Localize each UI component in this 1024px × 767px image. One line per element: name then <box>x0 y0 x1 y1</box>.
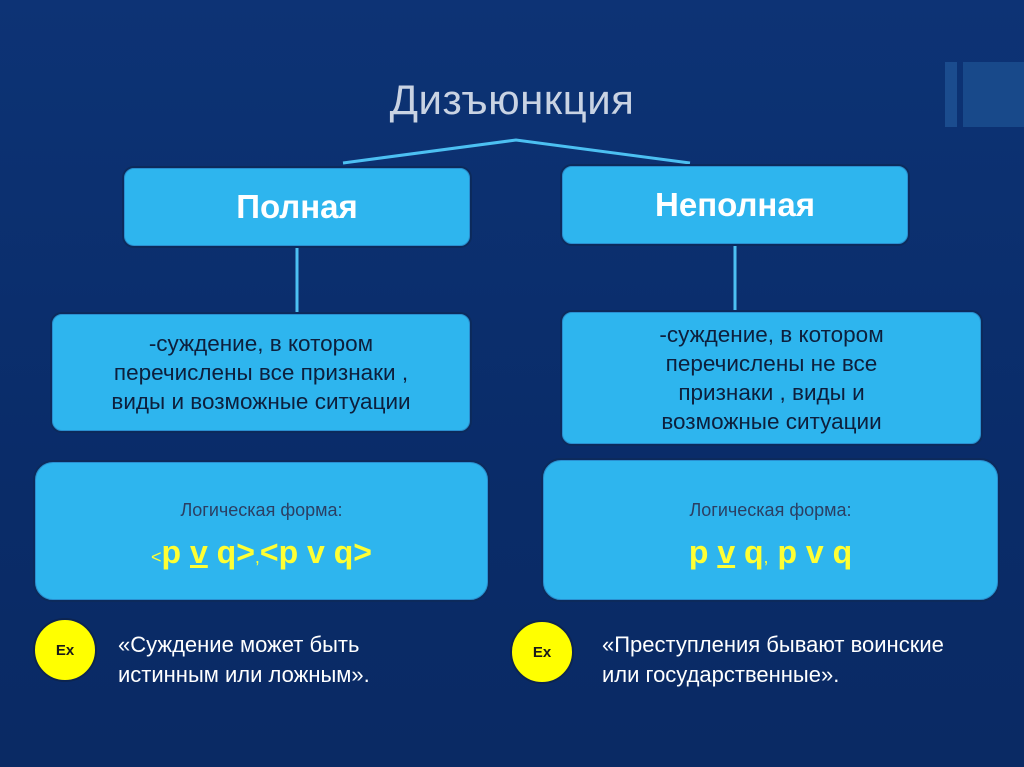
partial-disjunction-header-label: Неполная <box>655 186 815 223</box>
formula-bracket: < <box>259 534 279 570</box>
description-line: перечислены не все <box>665 351 878 376</box>
formula-expression: p v q <box>768 534 853 570</box>
full-disjunction-example: «Суждение может быть истинным или ложным… <box>118 630 370 690</box>
description-line: -суждение, в котором <box>148 331 374 356</box>
example-badge: Ex <box>33 618 97 682</box>
full-disjunction-header-label: Полная <box>236 188 358 225</box>
full-disjunction-description: -суждение, в котором перечислены все при… <box>50 312 472 433</box>
decorative-bar-wide <box>963 62 1024 127</box>
example-line: или государственные». <box>602 662 840 687</box>
logical-form-label: Логическая форма: <box>689 500 852 520</box>
page-title: Дизъюнкция <box>389 76 635 123</box>
formula-strict-or: v <box>717 534 736 570</box>
description-line: виды и возможные ситуации <box>111 389 411 414</box>
partial-disjunction-logical-form: Логическая форма: p v q, p v q <box>541 458 1000 602</box>
example-badge-label: Ex <box>532 643 552 661</box>
formula-q: q <box>735 534 764 570</box>
decorative-corner-bars <box>945 62 1024 127</box>
full-disjunction-logical-form: Логическая форма: <p v q>,<p v q> <box>33 460 490 602</box>
formula-expression: p v q <box>278 534 354 570</box>
branch-connector <box>342 138 691 165</box>
formula-strict-or: v <box>189 534 208 570</box>
description-line: признаки , виды и <box>678 380 865 405</box>
formula-comma: , <box>254 547 260 567</box>
formula-bracket: < <box>151 547 162 567</box>
formula-bracket: > <box>236 534 255 570</box>
formula-p: p <box>161 534 190 570</box>
partial-disjunction-example: «Преступления бывают воинские или госуда… <box>602 630 944 690</box>
decorative-bar-narrow <box>945 62 957 127</box>
description-line: возможные ситуации <box>661 409 882 434</box>
description-line: перечислены все признаки , <box>113 360 409 385</box>
logical-form-formula: <p v q>,<p v q> <box>35 534 488 571</box>
example-line: истинным или ложным». <box>118 662 370 687</box>
description-line: -суждение, в котором <box>659 322 884 347</box>
formula-p: p <box>688 534 718 570</box>
formula-comma: , <box>763 547 769 567</box>
formula-q: q <box>207 534 237 570</box>
logical-form-formula: p v q, p v q <box>543 534 998 571</box>
example-badge-label: Ex <box>55 641 75 659</box>
formula-bracket: > <box>353 534 372 570</box>
partial-disjunction-description: -суждение, в котором перечислены не все … <box>560 310 983 446</box>
example-badge: Ex <box>510 620 574 684</box>
logical-form-label: Логическая форма: <box>180 500 343 520</box>
example-line: «Преступления бывают воинские <box>602 632 944 657</box>
full-disjunction-header: Полная <box>122 166 472 248</box>
example-line: «Суждение может быть <box>118 632 360 657</box>
partial-disjunction-header: Неполная <box>560 164 910 246</box>
